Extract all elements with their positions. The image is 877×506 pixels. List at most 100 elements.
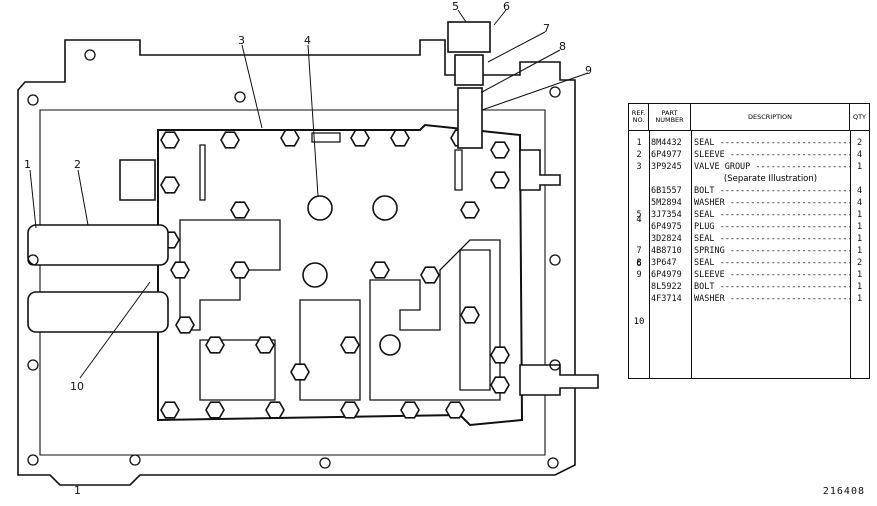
- cell-part: 3J7354: [651, 210, 682, 220]
- cell-desc: SEAL -----------------------------------…: [694, 138, 850, 148]
- figure-id: 216408: [822, 486, 865, 497]
- separate-illustration-note: (Separate Illustration): [723, 174, 818, 184]
- cell-qty: 4: [856, 198, 863, 208]
- valve-body: [157, 123, 524, 427]
- bolt-head: [400, 401, 420, 419]
- table-row: 6B1557 BOLT -----------------------------…: [629, 185, 869, 197]
- callout-4: 4: [304, 34, 311, 47]
- bolt-head: [445, 401, 465, 419]
- callout-6: 6: [503, 0, 510, 13]
- bolt-head: [340, 401, 360, 419]
- table-row: 3D2824 SEAL -----------------------------…: [629, 233, 869, 245]
- header-part-number: PART NUMBER: [649, 104, 691, 130]
- parts-table: REF. NO. PART NUMBER DESCRIPTION QTY (Se…: [628, 103, 870, 379]
- cell-desc: SEAL -----------------------------------…: [694, 234, 850, 244]
- cell-ref: [629, 221, 649, 233]
- callout-1: 1: [24, 158, 31, 171]
- housing-inner-edge: [39, 109, 546, 456]
- valve-passages: [179, 132, 501, 401]
- cell-qty: 4: [856, 150, 863, 160]
- cell-desc: WASHER ---------------------------------…: [694, 294, 850, 304]
- bolt-head: [290, 363, 310, 381]
- cell-desc: WASHER ---------------------------------…: [694, 198, 850, 208]
- bolt-head: [490, 346, 510, 364]
- bottom-label: 1: [74, 484, 81, 497]
- cell-qty: 4: [856, 186, 863, 196]
- bolt-head: [490, 171, 510, 189]
- cell-part: 6P4977: [651, 150, 682, 160]
- bolt-head: [175, 316, 195, 334]
- plug: [447, 21, 491, 53]
- cell-ref: 3: [636, 162, 642, 172]
- group-ref-10: 10: [633, 317, 645, 327]
- callout-7: 7: [543, 22, 550, 35]
- cell-qty: 1: [856, 294, 863, 304]
- bolt-head: [160, 176, 180, 194]
- cell-qty: 2: [856, 138, 863, 148]
- bolt-head: [460, 306, 480, 324]
- table-row: 5M2894 WASHER ---------------------------…: [629, 197, 869, 209]
- cell-qty: 1: [856, 222, 863, 232]
- cell-desc: SLEEVE ---------------------------------…: [694, 270, 850, 280]
- table-row: 7 4B8710 SPRING --------------------------…: [629, 245, 869, 257]
- cell-ref: [629, 185, 649, 197]
- cell-ref: [629, 293, 649, 305]
- cell-part: 5M2894: [651, 198, 682, 208]
- bolt-head: [160, 131, 180, 149]
- bolt-head: [340, 336, 360, 354]
- cell-part: 4B8710: [651, 246, 682, 256]
- table-row: 4F3714 WASHER ---------------------------…: [629, 293, 869, 305]
- cell-ref: [629, 281, 649, 293]
- cell-ref: [629, 233, 649, 245]
- bolt-head: [205, 336, 225, 354]
- cell-ref: 5: [636, 210, 642, 220]
- group-ref-6: 6: [636, 259, 642, 269]
- sleeve-upper: [27, 224, 169, 266]
- cell-qty: 1: [856, 210, 863, 220]
- cell-ref: 8: [636, 258, 642, 268]
- bolt-head: [255, 336, 275, 354]
- header-description: DESCRIPTION: [691, 104, 850, 130]
- bolt-head: [160, 401, 180, 419]
- table-row: 6P4975 PLUG -----------------------------…: [629, 221, 869, 233]
- cell-part: 6B1557: [651, 186, 682, 196]
- cell-desc: SEAL -----------------------------------…: [694, 258, 850, 268]
- bolt-head: [230, 261, 250, 279]
- cell-part: 3D2824: [651, 234, 682, 244]
- cell-part: 4F3714: [651, 294, 682, 304]
- cell-qty: 1: [856, 246, 863, 256]
- cell-part: 8L5922: [651, 282, 682, 292]
- bolt-head: [170, 261, 190, 279]
- cell-part: 3P9245: [651, 162, 682, 172]
- group-ref-4: 4: [636, 215, 642, 225]
- callout-2: 2: [74, 158, 81, 171]
- bolt-head: [420, 266, 440, 284]
- table-row: 8 3P647 SEAL -----------------------------…: [629, 257, 869, 269]
- cell-desc: BOLT -----------------------------------…: [694, 186, 850, 196]
- bolt-head: [390, 129, 410, 147]
- cell-ref: 9: [636, 270, 642, 280]
- cell-qty: 1: [856, 270, 863, 280]
- bolt-head: [490, 376, 510, 394]
- cell-part: 6P4975: [651, 222, 682, 232]
- cell-part: 8M4432: [651, 138, 682, 148]
- table-row: 1 8M4432 SEAL ----------------------------…: [629, 137, 869, 149]
- cell-ref: 7: [636, 246, 642, 256]
- bolt-head: [220, 131, 240, 149]
- cell-desc: SPRING ---------------------------------…: [694, 246, 850, 256]
- table-header: REF. NO. PART NUMBER DESCRIPTION QTY: [629, 104, 869, 131]
- cell-ref: 1: [636, 138, 642, 148]
- cell-part: 3P647: [651, 258, 677, 268]
- callout-5: 5: [452, 0, 459, 13]
- callout-3: 3: [238, 34, 245, 47]
- cell-ref: [629, 197, 649, 209]
- cell-desc: PLUG -----------------------------------…: [694, 222, 850, 232]
- cell-qty: 1: [856, 234, 863, 244]
- housing-outline: [17, 39, 576, 486]
